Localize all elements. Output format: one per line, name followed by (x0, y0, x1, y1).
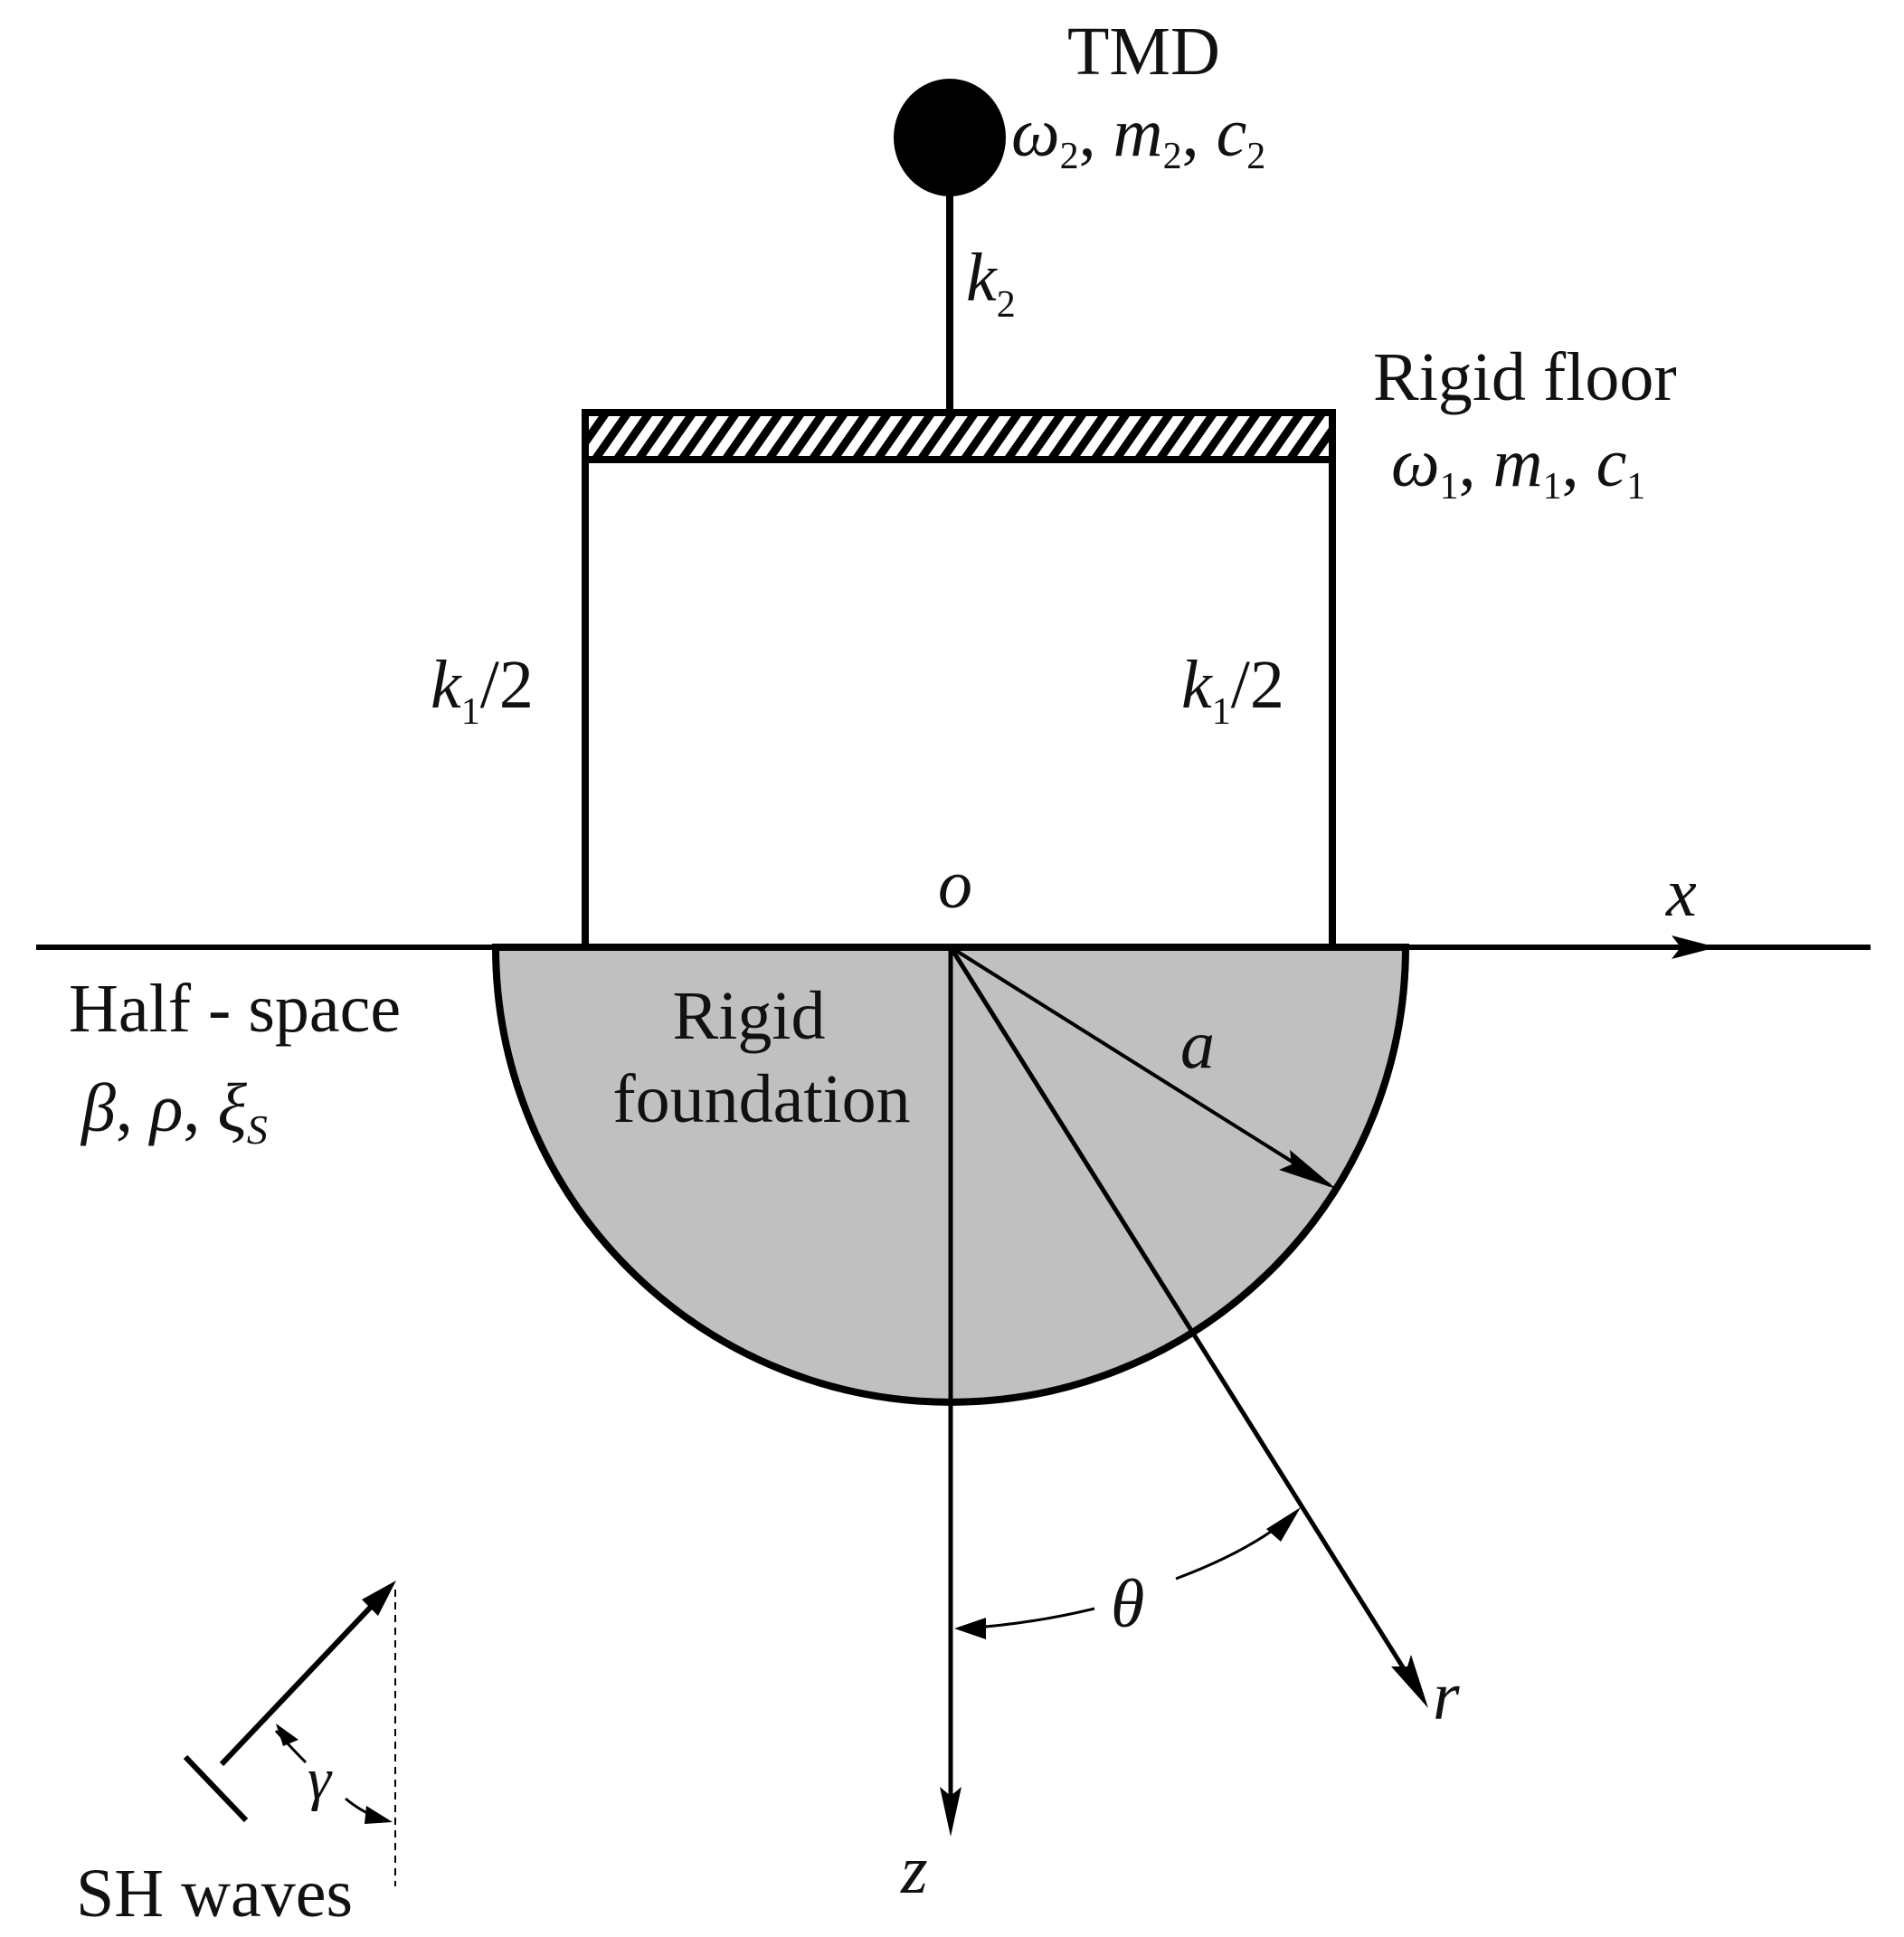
theta-arc-right-arrowhead (1266, 1507, 1301, 1542)
origin-label: o (938, 847, 972, 923)
r-axis-arrowhead (1391, 1655, 1428, 1708)
left-column-stiffness: k1/2 (431, 647, 534, 733)
sh-waves-label: SH waves (76, 1856, 353, 1932)
x-axis-arrowhead (1672, 935, 1717, 959)
rigid-floor-params: ω1, m1, c1 (1391, 425, 1645, 508)
rigid-floor-slab (582, 409, 1336, 463)
foundation-label-line2: foundation (612, 1061, 910, 1137)
sh-wave-front (183, 1754, 249, 1823)
tmd-mass (894, 79, 1006, 196)
tmd-spring-label: k2 (966, 240, 1016, 326)
z-axis-arrowhead (940, 1787, 961, 1837)
right-column-stiffness: k1/2 (1181, 647, 1284, 733)
sh-wave-ray (219, 1585, 392, 1767)
theta-label: θ (1111, 1566, 1144, 1642)
half-space-params: β, ρ, ξS (80, 1070, 268, 1153)
radius-arrowhead (1279, 1150, 1336, 1189)
radius-line (949, 945, 1331, 1187)
sh-wave-arrowhead (362, 1581, 396, 1616)
half-space-title: Half - space (69, 971, 401, 1047)
z-axis-label: z (900, 1832, 928, 1908)
theta-arc-left-arrowhead (954, 1618, 986, 1639)
tmd-title: TMD (1067, 14, 1220, 90)
gamma-label: γ (308, 1746, 333, 1812)
r-axis (948, 945, 1421, 1694)
gamma-arc-1-arrowhead (276, 1723, 298, 1746)
rigid-floor-title: Rigid floor (1373, 339, 1677, 415)
foundation-label-line1: Rigid (673, 978, 826, 1054)
x-axis-label: x (1665, 855, 1697, 931)
tmd-params: ω2, m2, c2 (1011, 95, 1265, 177)
radius-label: a (1180, 1007, 1215, 1083)
gamma-arc-1 (274, 1729, 308, 1764)
gamma-arc-2-arrowhead (365, 1806, 393, 1824)
r-axis-label: r (1433, 1658, 1460, 1734)
